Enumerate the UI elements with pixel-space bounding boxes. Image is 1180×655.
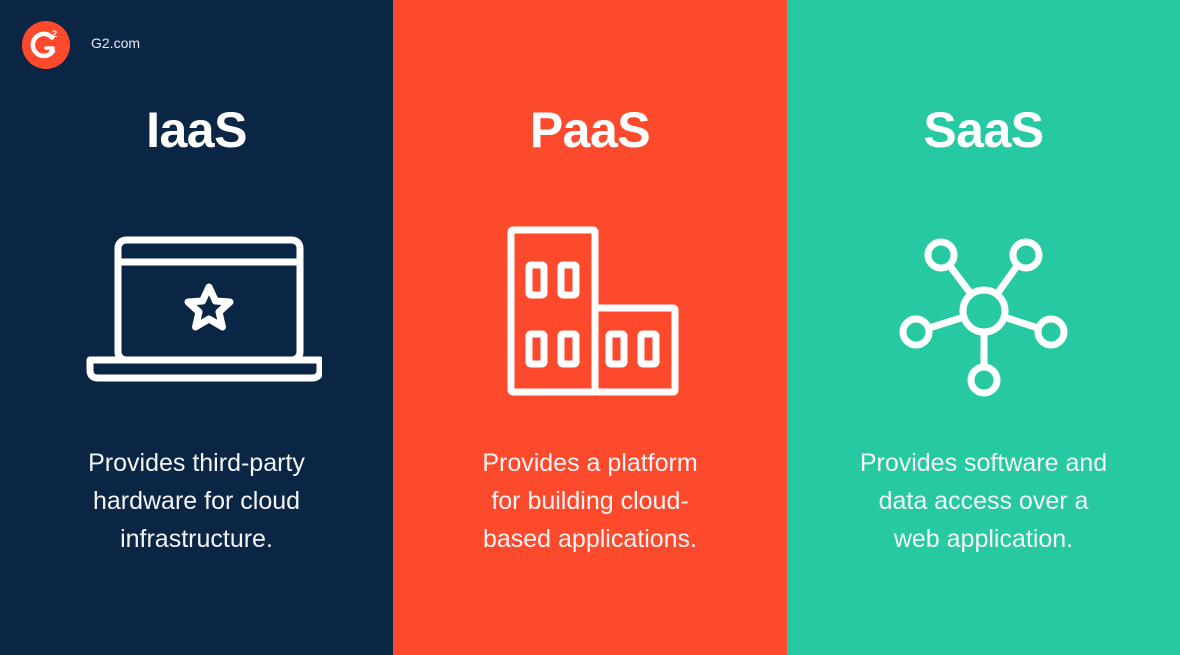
panel-description: Provides software and data access over a… xyxy=(787,444,1180,558)
panel-paas: PaaS Provides a platform for building cl… xyxy=(393,0,787,655)
panel-title: IaaS xyxy=(146,102,247,158)
laptop-star-icon xyxy=(0,220,393,405)
panel-title: SaaS xyxy=(923,102,1044,158)
site-name: G2.com xyxy=(91,35,141,51)
panel-title: PaaS xyxy=(529,102,651,158)
network-hub-icon xyxy=(787,220,1180,405)
buildings-icon xyxy=(393,220,787,405)
description-line: for building cloud- xyxy=(491,487,689,515)
description-line: infrastructure. xyxy=(120,525,273,553)
svg-text:2: 2 xyxy=(52,29,57,39)
description-line: data access over a xyxy=(878,487,1089,515)
description-line: Provides software and xyxy=(859,449,1108,477)
panel-description: Provides third-party hardware for cloud … xyxy=(0,444,393,558)
panel-iaas: 2 G2.com IaaS Provides third-party hardw… xyxy=(0,0,393,655)
g2-logo-icon: 2 xyxy=(30,29,57,59)
description-line: based applications. xyxy=(482,525,698,553)
panel-saas: SaaS Provides software a xyxy=(787,0,1180,655)
description-line: Provides third-party xyxy=(88,449,305,477)
panel-description: Provides a platform for building cloud- … xyxy=(393,444,787,558)
description-line: hardware for cloud xyxy=(92,487,301,515)
g2-logo: 2 xyxy=(22,21,70,69)
description-line: Provides a platform xyxy=(482,449,698,477)
description-line: web application. xyxy=(893,525,1074,553)
